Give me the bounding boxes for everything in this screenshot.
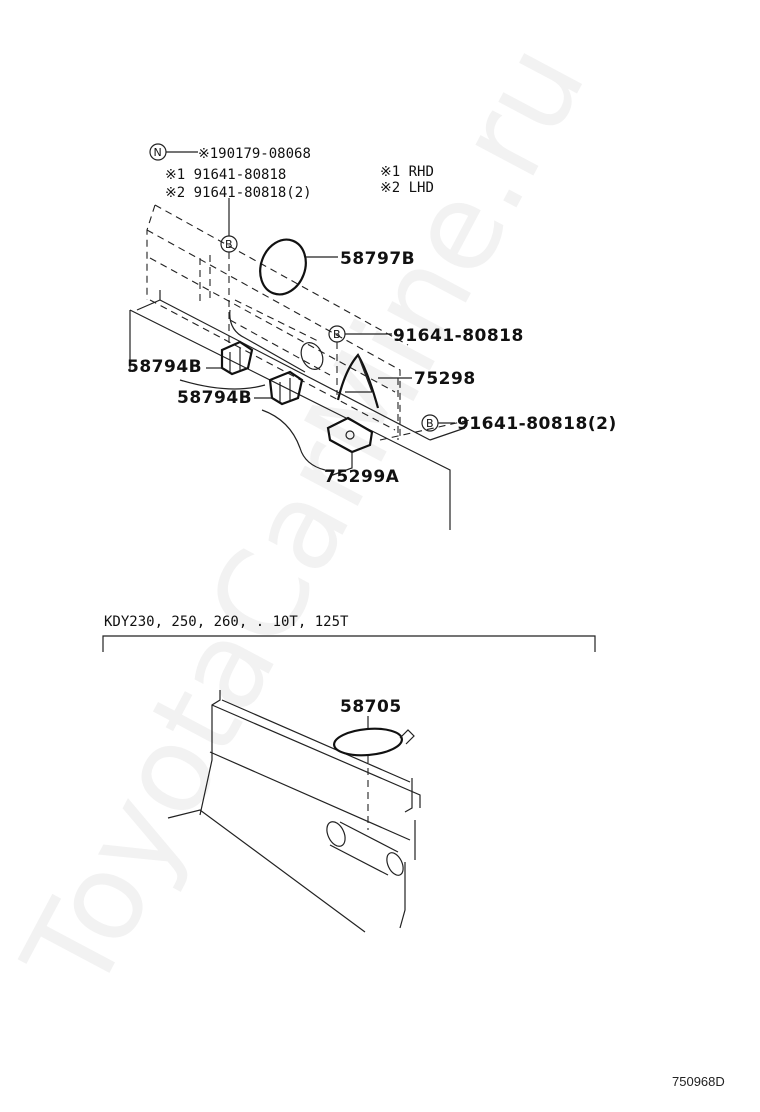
part-58794b-label-2: 58794B xyxy=(177,388,252,408)
top-diagram: N ※190179-08068 ※1 91641-80818 ※2 91641-… xyxy=(127,143,617,530)
part-90179-label: ※190179-08068 xyxy=(198,146,311,162)
figure-code: 750968D xyxy=(672,1074,725,1089)
variant-header: KDY230, 250, 260, . 10T, 125T xyxy=(104,614,349,630)
part-58797b-label: 58797B xyxy=(340,249,415,269)
part-91641-label-a: 91641-80818 xyxy=(393,326,524,346)
watermark-text: ToyotaCarMine.ru xyxy=(0,23,613,1015)
callout-n: N ※190179-08068 xyxy=(149,143,311,162)
note-line-2: ※2 91641-80818(2) xyxy=(165,185,312,201)
legend-rhd: ※1 RHD xyxy=(380,164,434,180)
part-58705-label: 58705 xyxy=(340,697,402,717)
callout-b-2: B xyxy=(333,328,341,341)
bottom-diagram: KDY230, 250, 260, . 10T, 125T 58705 xyxy=(102,614,596,933)
part-75299a-label: 75299A xyxy=(324,467,400,487)
callout-b-1: B xyxy=(225,238,233,251)
part-75298-label: 75298 xyxy=(414,369,476,389)
callout-b-3: B xyxy=(426,417,434,430)
part-58794b-label-1: 58794B xyxy=(127,357,202,377)
legend-lhd: ※2 LHD xyxy=(380,180,434,196)
note-line-1: ※1 91641-80818 xyxy=(165,167,286,183)
part-91641-label-b: 91641-80818(2) xyxy=(457,414,617,434)
callout-n-letter: N xyxy=(154,146,162,159)
